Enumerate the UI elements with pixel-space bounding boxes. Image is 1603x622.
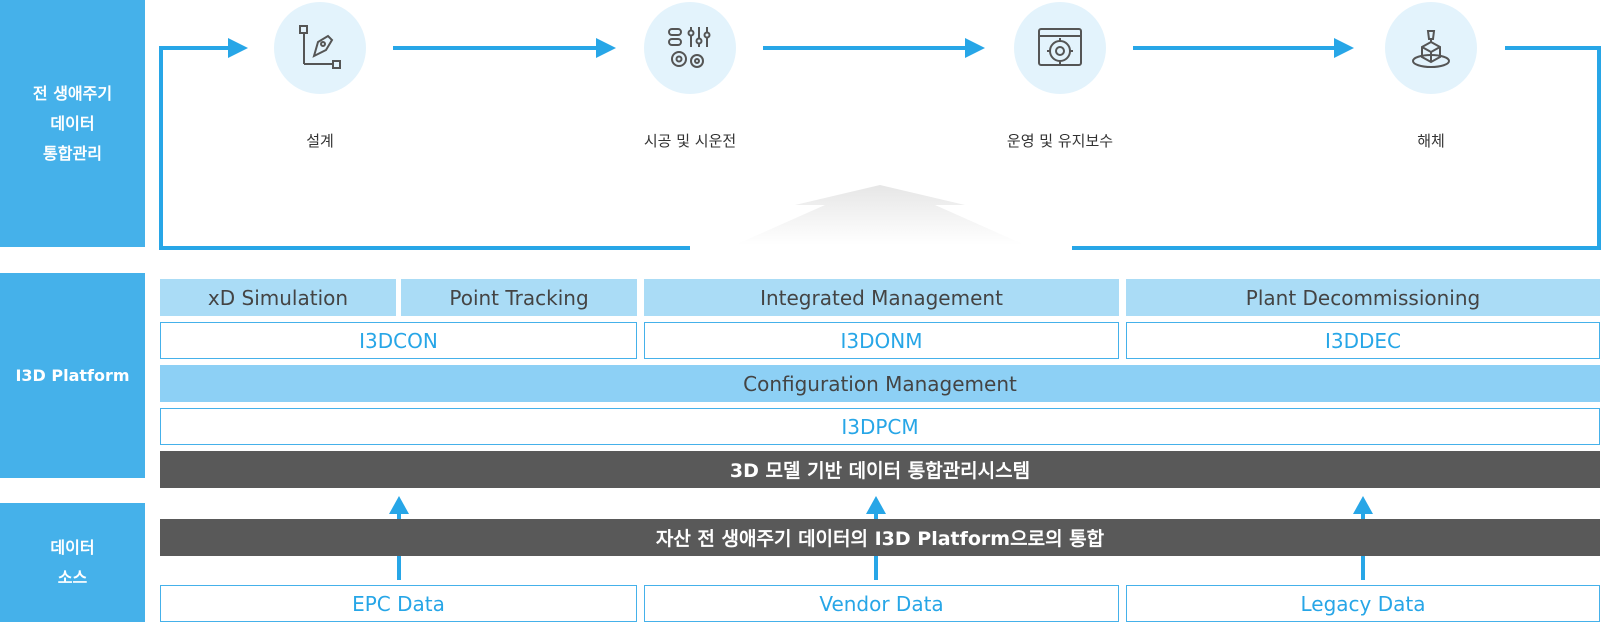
module-i3dcon: I3DCON [160, 322, 637, 359]
stage-design-label: 설계 [306, 132, 334, 150]
side-label-sources: 데이터 소스 [0, 503, 145, 622]
source-epc-data: EPC Data [160, 585, 637, 622]
stage-decommission-circle [1385, 2, 1477, 94]
module-i3donm: I3DONM [644, 322, 1119, 359]
upward-fade-arrow [735, 185, 1025, 245]
configuration-management-bar: Configuration Management [160, 365, 1600, 402]
web-gear-icon [1038, 28, 1082, 66]
stage-operation-circle [1014, 2, 1106, 94]
pen-design-icon [299, 25, 341, 69]
integration-bar: 자산 전 생애주기 데이터의 I3D Platform으로의 통합 [160, 519, 1600, 556]
side-label-platform: I3D Platform [0, 273, 145, 478]
gears-controls-icon [668, 27, 711, 68]
loop-arrowhead [228, 38, 248, 58]
stage-construction-label: 시공 및 시운전 [643, 132, 737, 150]
stage-operation-label: 운영 및 유지보수 [1006, 132, 1114, 150]
system-bar: 3D 모델 기반 데이터 통합관리시스템 [160, 451, 1600, 488]
module-i3ddec: I3DDEC [1126, 322, 1600, 359]
source-legacy-data: Legacy Data [1126, 585, 1600, 622]
source-vendor-data: Vendor Data [644, 585, 1119, 622]
stage-decommission-label: 해체 [1417, 132, 1445, 150]
loop-line-right [1072, 46, 1601, 250]
decommission-cube-icon [1412, 30, 1450, 68]
loop-line-left [159, 46, 690, 250]
module-i3dpcm: I3DPCM [160, 408, 1600, 445]
side-label-lifecycle: 전 생애주기 데이터 통합관리 [0, 0, 145, 247]
stage-construction-circle [644, 2, 736, 94]
feature-point-tracking: Point Tracking [401, 279, 637, 316]
stage-design-circle [274, 2, 366, 94]
feature-integrated-management: Integrated Management [644, 279, 1119, 316]
feature-plant-decommissioning: Plant Decommissioning [1126, 279, 1600, 316]
feature-xd-simulation: xD Simulation [160, 279, 396, 316]
